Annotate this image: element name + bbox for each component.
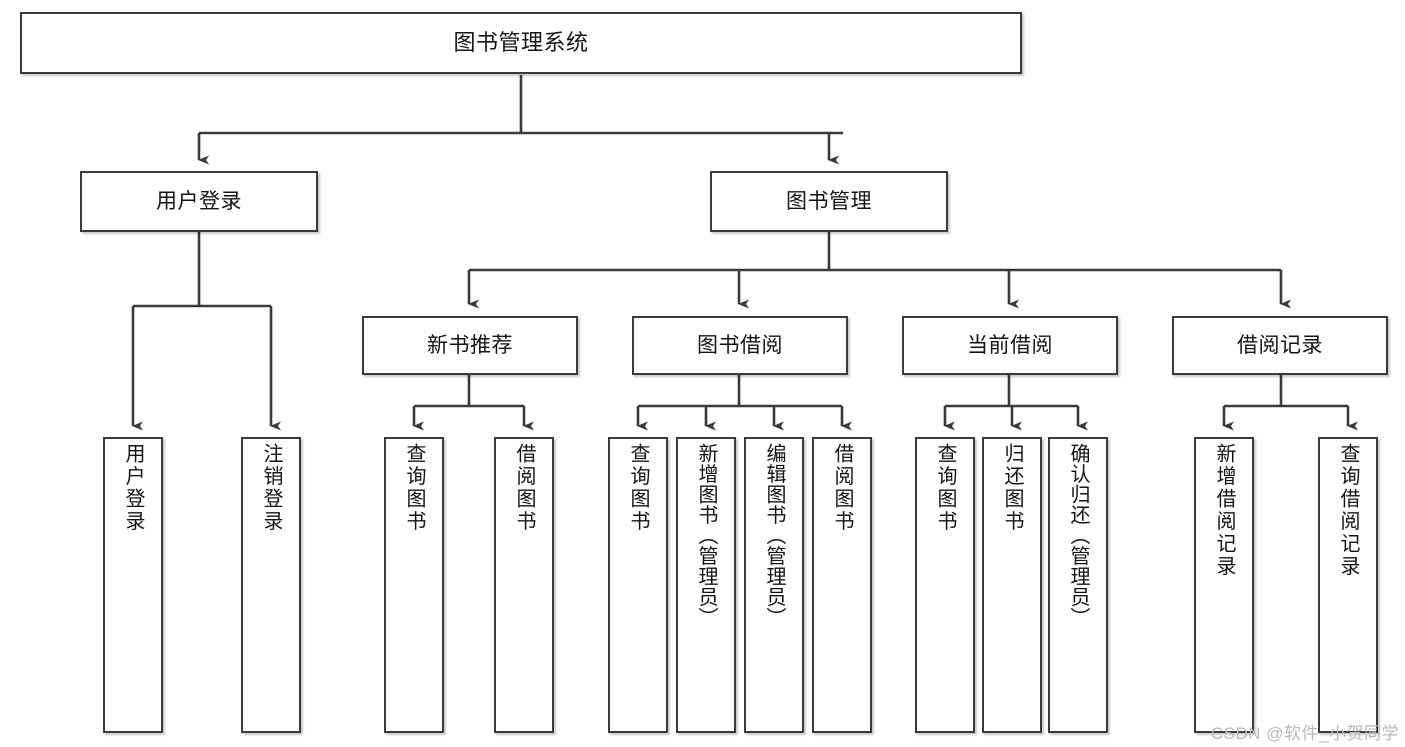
csdn-watermark: CSDN @软件_小贺同学 (1210, 724, 1399, 743)
leaf-book-borrow-borrow-books[interactable]: 借阅图书 (812, 437, 872, 733)
node-label: 图书管理系统 (453, 29, 589, 55)
node-label: 归还图书 (1001, 443, 1023, 533)
node-label: 编辑图书（管理员） (763, 443, 785, 628)
node-label: 新增图书（管理员） (695, 443, 717, 628)
leaf-book-borrow-query-books[interactable]: 查询图书 (608, 437, 668, 733)
node-label: 新书推荐 (427, 333, 513, 357)
node-label: 查询图书 (627, 443, 649, 533)
leaf-new-book-query-books[interactable]: 查询图书 (384, 437, 444, 733)
node-label: 用户登录 (122, 443, 144, 533)
node-label: 图书管理 (786, 189, 872, 213)
node-new-book-recommendation[interactable]: 新书推荐 (362, 316, 578, 375)
leaf-current-borrow-return-books[interactable]: 归还图书 (982, 437, 1042, 733)
node-label: 借阅记录 (1237, 333, 1323, 357)
leaf-borrow-record-add-record[interactable]: 新增借阅记录 (1194, 437, 1254, 733)
node-label: 注销登录 (260, 443, 282, 533)
node-label: 借阅图书 (513, 443, 535, 533)
node-label: 查询图书 (403, 443, 425, 533)
leaf-current-borrow-query-books[interactable]: 查询图书 (915, 437, 975, 733)
leaf-book-borrow-add-book-admin[interactable]: 新增图书（管理员） (676, 437, 736, 733)
node-label: 查询图书 (934, 443, 956, 533)
leaf-book-borrow-edit-book-admin[interactable]: 编辑图书（管理员） (744, 437, 804, 733)
leaf-user-login-login[interactable]: 用户登录 (103, 437, 163, 733)
node-user-login[interactable]: 用户登录 (80, 171, 318, 232)
leaf-new-book-borrow-books[interactable]: 借阅图书 (494, 437, 554, 733)
node-label: 确认归还（管理员） (1067, 443, 1089, 628)
node-borrowing-record[interactable]: 借阅记录 (1172, 316, 1388, 375)
node-book-management[interactable]: 图书管理 (710, 171, 948, 232)
leaf-user-login-logout[interactable]: 注销登录 (241, 437, 301, 733)
leaf-borrow-record-query-record[interactable]: 查询借阅记录 (1318, 437, 1378, 733)
node-label: 查询借阅记录 (1337, 443, 1359, 578)
node-label: 新增借阅记录 (1213, 443, 1235, 578)
node-current-borrowing[interactable]: 当前借阅 (902, 316, 1118, 375)
leaf-current-borrow-confirm-return-admin[interactable]: 确认归还（管理员） (1048, 437, 1108, 733)
node-label: 借阅图书 (831, 443, 853, 533)
node-book-borrowing[interactable]: 图书借阅 (632, 316, 848, 375)
node-label: 当前借阅 (967, 333, 1053, 357)
node-label: 图书借阅 (697, 333, 783, 357)
node-root-book-management-system[interactable]: 图书管理系统 (20, 12, 1022, 74)
node-label: 用户登录 (156, 189, 242, 213)
